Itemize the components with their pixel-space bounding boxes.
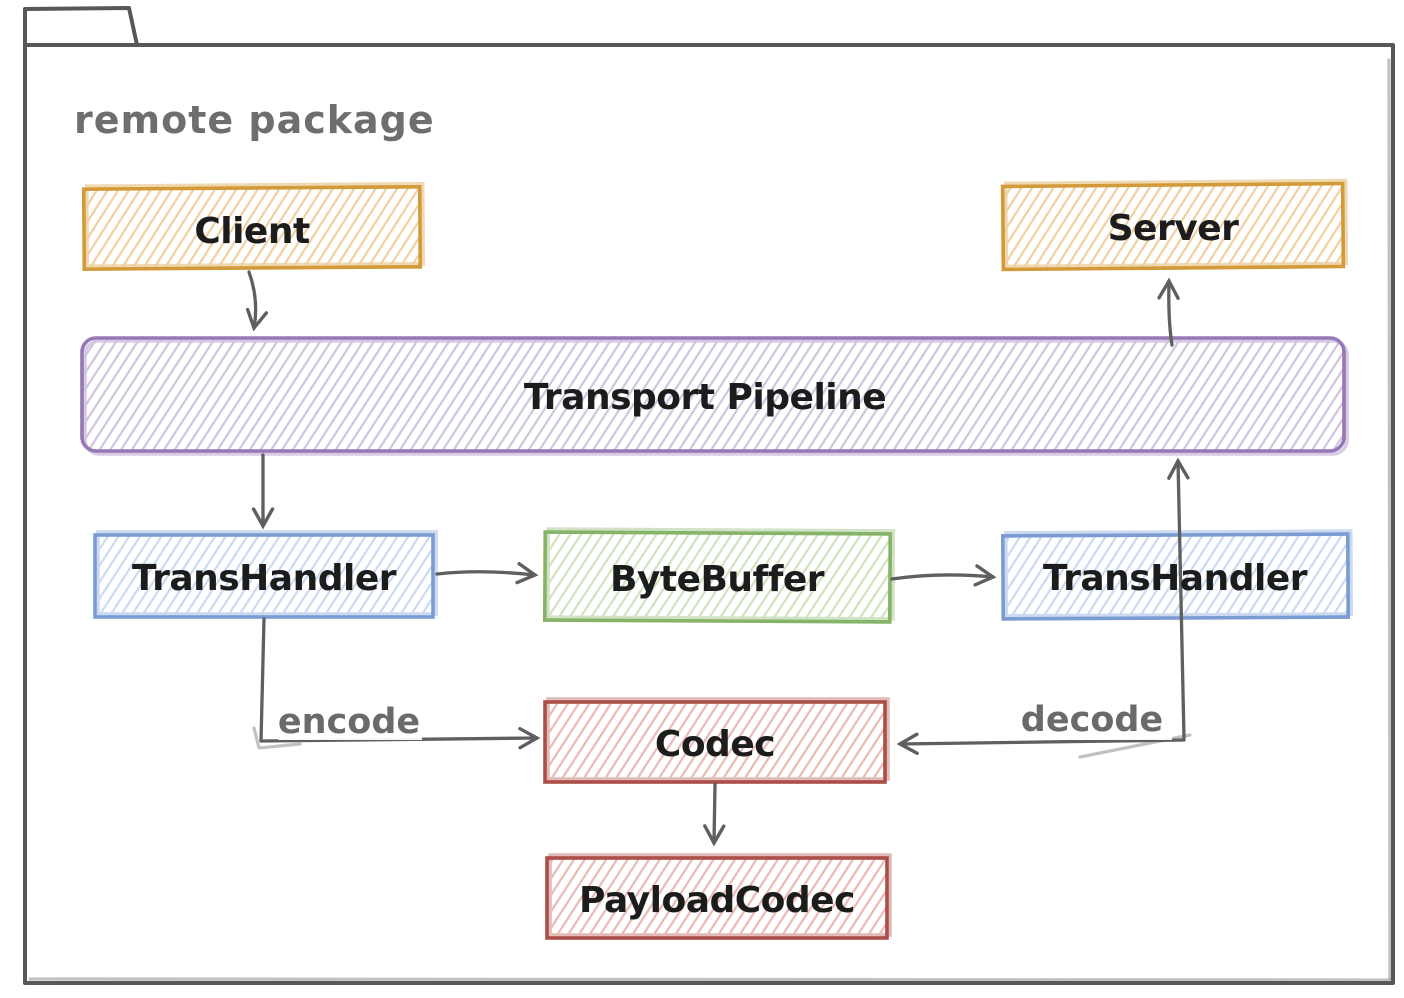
codec-box bbox=[543, 700, 887, 784]
payloadcodec-label: PayloadCodec bbox=[579, 880, 855, 921]
server-box bbox=[1000, 181, 1346, 272]
node-bytebuffer bbox=[542, 527, 896, 624]
client-box bbox=[81, 185, 423, 271]
bytebuffer-box bbox=[542, 530, 893, 624]
arrow-encode-to-codec bbox=[259, 617, 541, 750]
arrow-client-to-pipeline bbox=[245, 270, 269, 332]
transhandler-right-box bbox=[1000, 532, 1351, 621]
package-frame: remote package bbox=[23, 6, 1395, 985]
package-label: remote package bbox=[74, 98, 435, 142]
arrow-bytebuffer-to-transhandler-right bbox=[890, 564, 997, 587]
bytebuffer-label: ByteBuffer bbox=[610, 559, 825, 600]
edges bbox=[245, 270, 1192, 847]
node-server bbox=[1000, 178, 1349, 272]
node-transport-pipeline bbox=[80, 336, 1349, 456]
encode-label-background bbox=[278, 696, 422, 740]
codec-label: Codec bbox=[655, 724, 775, 765]
transhandler-right-label: TransHandler bbox=[1043, 558, 1308, 599]
node-transhandler-right bbox=[1000, 529, 1354, 621]
arrow-decode-to-codec bbox=[896, 732, 1186, 755]
transhandler-left-box bbox=[93, 533, 435, 619]
encode-edge-label: encode bbox=[278, 702, 420, 742]
transport-pipeline-label: Transport Pipeline bbox=[524, 377, 886, 418]
node-payloadcodec bbox=[545, 853, 892, 940]
payloadcodec-box bbox=[545, 856, 889, 940]
frame-sketch-line bbox=[28, 977, 1392, 982]
package-body bbox=[23, 43, 1395, 985]
package-tab bbox=[23, 6, 139, 47]
arrow-transhandler-right-to-pipeline bbox=[1167, 457, 1190, 740]
server-label: Server bbox=[1108, 208, 1239, 249]
decode-label-background bbox=[1014, 690, 1172, 740]
arrow-transhandler-left-to-bytebuffer bbox=[435, 562, 539, 585]
client-label: Client bbox=[194, 211, 310, 252]
transport-pipeline-box bbox=[80, 336, 1346, 453]
arrow-pipeline-to-server bbox=[1157, 277, 1180, 347]
transhandler-left-label: TransHandler bbox=[132, 558, 397, 599]
node-codec bbox=[543, 697, 890, 784]
arrow-codec-to-payloadcodec bbox=[703, 782, 726, 847]
frame-sketch-line-right bbox=[1387, 58, 1392, 980]
node-labels: Client Server Transport Pipeline TransHa… bbox=[132, 208, 1308, 921]
node-client bbox=[81, 181, 426, 271]
encode-sketch-overshoot bbox=[252, 726, 302, 750]
decode-edge-label: decode bbox=[1021, 700, 1163, 740]
